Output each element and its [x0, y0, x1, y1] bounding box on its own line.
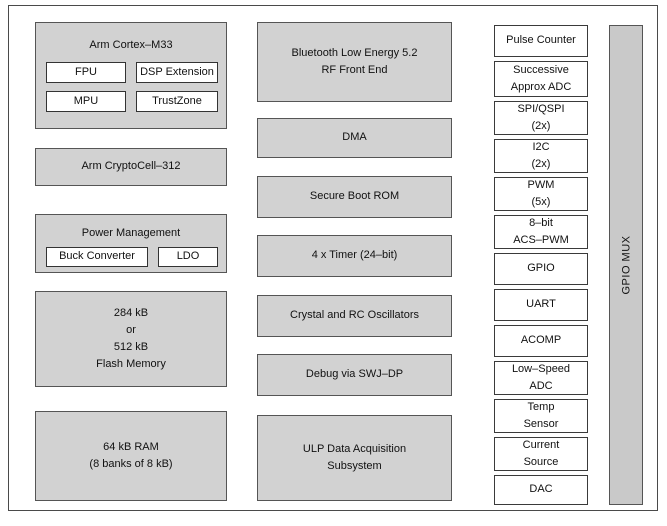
ram-line-2: (8 banks of 8 kB) [89, 458, 173, 470]
block-pulse-counter: Pulse Counter [494, 25, 588, 57]
spi-qspi-line-1: SPI/QSPI [517, 102, 565, 115]
block-gpio: GPIO [494, 253, 588, 285]
pwm-line-1: PWM [527, 178, 555, 191]
sub-block-fpu: FPU [46, 62, 126, 83]
dac-label: DAC [529, 483, 553, 496]
low-speed-adc-line-2: ADC [529, 380, 553, 392]
flash-line-4: Flash Memory [96, 358, 166, 371]
block-arm-cryptocell-312: Arm CryptoCell–312 [35, 148, 227, 186]
acs-pwm-line-1: 8–bit [529, 216, 553, 229]
block-uart: UART [494, 289, 588, 321]
block-ulp-data-acquisition: ULP Data Acquisition Subsystem [257, 415, 452, 501]
ulp-line-2: Subsystem [327, 460, 382, 472]
block-ram: 64 kB RAM (8 banks of 8 kB) [35, 411, 227, 501]
sub-block-mpu: MPU [46, 91, 126, 112]
block-acs-pwm: 8–bit ACS–PWM [494, 215, 588, 249]
gpio-mux-label: GPIO MUX [620, 235, 633, 295]
low-speed-adc-line-1: Low–Speed [511, 362, 571, 375]
secure-boot-rom-label: Secure Boot ROM [309, 190, 400, 203]
sar-adc-line-1: Successive [513, 63, 569, 76]
chip-outer-frame: Arm Cortex–M33 FPU DSP Extension MPU Tru… [8, 5, 658, 511]
flash-line-2: or [126, 323, 136, 336]
block-low-speed-adc: Low–Speed ADC [494, 361, 588, 395]
block-dma: DMA [257, 118, 452, 158]
gpio-label: GPIO [527, 262, 555, 275]
ulp-line-1: ULP Data Acquisition [302, 442, 407, 455]
sub-block-dsp-extension: DSP Extension [136, 62, 218, 83]
timer-label: 4 x Timer (24–bit) [311, 249, 398, 262]
block-current-source: Current Source [494, 437, 588, 471]
pwm-line-2: (5x) [531, 196, 551, 208]
block-power-management: Power Management Buck Converter LDO [35, 214, 227, 273]
block-pwm: PWM (5x) [494, 177, 588, 211]
block-bluetooth-low-energy: Bluetooth Low Energy 5.2 RF Front End [257, 22, 452, 102]
block-timer: 4 x Timer (24–bit) [257, 235, 452, 277]
current-source-line-2: Source [523, 456, 559, 468]
block-dac: DAC [494, 475, 588, 505]
temp-sensor-line-2: Sensor [523, 418, 559, 430]
flash-line-1: 284 kB [113, 306, 149, 319]
sar-adc-line-2: Approx ADC [510, 81, 572, 93]
current-source-line-1: Current [522, 438, 560, 451]
block-power-management-title: Power Management [81, 227, 181, 239]
block-arm-cryptocell-312-label: Arm CryptoCell–312 [81, 160, 181, 173]
acs-pwm-line-2: ACS–PWM [513, 234, 569, 246]
block-debug-swj-dp: Debug via SWJ–DP [257, 354, 452, 396]
debug-label: Debug via SWJ–DP [305, 368, 404, 381]
block-arm-cortex-m33: Arm Cortex–M33 FPU DSP Extension MPU Tru… [35, 22, 227, 129]
dma-label: DMA [342, 131, 367, 144]
ble-line-2: RF Front End [321, 64, 388, 76]
block-secure-boot-rom: Secure Boot ROM [257, 176, 452, 218]
sub-block-buck-converter: Buck Converter [46, 247, 148, 267]
flash-line-3: 512 kB [113, 341, 149, 353]
block-successive-approx-adc: Successive Approx ADC [494, 61, 588, 97]
block-gpio-mux: GPIO MUX [609, 25, 643, 505]
oscillators-label: Crystal and RC Oscillators [290, 309, 419, 322]
ble-line-1: Bluetooth Low Energy 5.2 [291, 46, 418, 59]
sub-block-ldo: LDO [158, 247, 218, 267]
temp-sensor-line-1: Temp [527, 400, 555, 413]
acomp-label: ACOMP [520, 334, 562, 347]
spi-qspi-line-2: (2x) [531, 120, 551, 132]
block-spi-qspi: SPI/QSPI (2x) [494, 101, 588, 135]
i2c-line-1: I2C [532, 140, 550, 153]
block-arm-cortex-m33-title: Arm Cortex–M33 [89, 39, 173, 51]
pulse-counter-label: Pulse Counter [506, 34, 576, 47]
ram-line-1: 64 kB RAM [103, 440, 159, 453]
block-acomp: ACOMP [494, 325, 588, 357]
block-temp-sensor: Temp Sensor [494, 399, 588, 433]
block-flash-memory: 284 kB or 512 kB Flash Memory [35, 291, 227, 387]
block-i2c: I2C (2x) [494, 139, 588, 173]
sub-block-trustzone: TrustZone [136, 91, 218, 112]
i2c-line-2: (2x) [531, 158, 551, 170]
uart-label: UART [526, 298, 556, 311]
block-oscillators: Crystal and RC Oscillators [257, 295, 452, 337]
